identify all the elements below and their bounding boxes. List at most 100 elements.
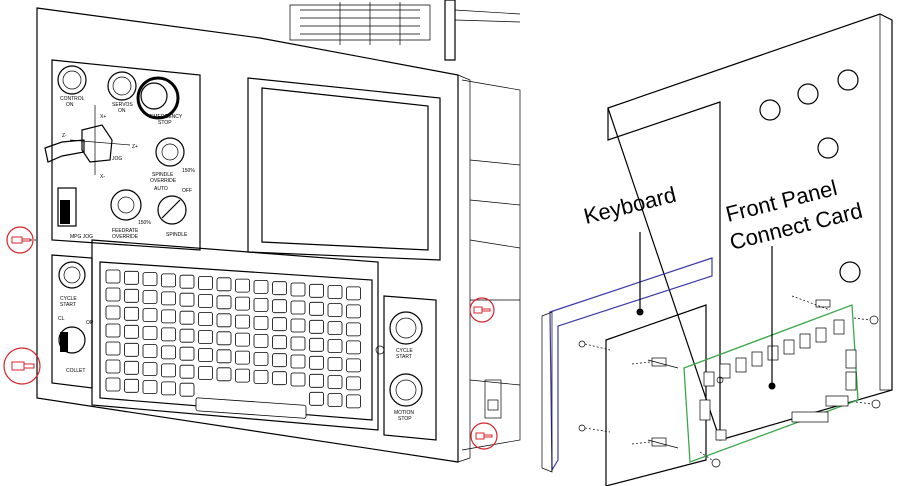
keyboard-key[interactable] xyxy=(290,354,306,369)
keyboard-key[interactable] xyxy=(142,290,158,305)
keyboard-key[interactable] xyxy=(327,303,343,318)
keyboard-key[interactable] xyxy=(346,304,361,319)
keyboard-key[interactable] xyxy=(309,337,324,352)
keyboard-key[interactable] xyxy=(179,382,195,397)
keyboard-key[interactable] xyxy=(309,301,324,316)
keyboard-key[interactable] xyxy=(216,331,232,346)
keyboard-key[interactable] xyxy=(327,393,343,408)
keyboard-key[interactable] xyxy=(124,360,139,375)
cycle-start-right-button[interactable] xyxy=(389,311,423,345)
keyboard-key[interactable] xyxy=(198,330,213,344)
keyboard-key[interactable] xyxy=(309,391,324,406)
keyboard-key[interactable] xyxy=(105,269,121,284)
keyboard-key[interactable] xyxy=(142,344,158,359)
keyboard-key[interactable] xyxy=(235,314,250,329)
keyboard-key[interactable] xyxy=(216,313,232,328)
keyboard-key[interactable] xyxy=(327,375,343,390)
mpg-jog-wheel[interactable] xyxy=(57,187,77,227)
keyboard-key[interactable] xyxy=(161,327,176,342)
keyboard-key[interactable] xyxy=(161,309,176,324)
keyboard-key[interactable] xyxy=(272,335,287,350)
keyboard-key[interactable] xyxy=(198,348,213,362)
keyboard-key[interactable] xyxy=(105,341,121,356)
collet-switch[interactable] xyxy=(58,326,86,354)
keyboard-key[interactable] xyxy=(142,272,158,287)
keyboard-key[interactable] xyxy=(198,276,213,290)
keyboard-key[interactable] xyxy=(290,336,306,351)
keyboard-key[interactable] xyxy=(272,281,287,296)
keyboard-key[interactable] xyxy=(309,355,324,370)
keyboard-key[interactable] xyxy=(346,286,361,301)
keyboard-key[interactable] xyxy=(124,288,139,303)
keyboard-key[interactable] xyxy=(253,369,269,384)
keyboard-key[interactable] xyxy=(235,368,250,383)
keyboard-key[interactable] xyxy=(161,273,176,288)
keyboard-key[interactable] xyxy=(105,377,121,392)
keyboard-key[interactable] xyxy=(179,328,195,343)
keyboard-key[interactable] xyxy=(198,366,213,380)
cycle-start-left-button[interactable] xyxy=(58,261,86,289)
keyboard-key[interactable] xyxy=(216,349,232,364)
keyboard-key[interactable] xyxy=(142,380,158,395)
keyboard-key[interactable] xyxy=(253,315,269,330)
keyboard-key[interactable] xyxy=(124,342,139,357)
servos-on-button[interactable] xyxy=(107,71,137,101)
keyboard-key[interactable] xyxy=(142,308,158,323)
keyboard-key[interactable] xyxy=(124,306,139,321)
keyboard-key[interactable] xyxy=(253,297,269,312)
keyboard-key[interactable] xyxy=(105,305,121,320)
keyboard-key[interactable] xyxy=(290,318,306,333)
jog-joystick[interactable] xyxy=(81,124,113,163)
emergency-stop-button[interactable] xyxy=(136,76,180,120)
keyboard-key[interactable] xyxy=(105,359,121,374)
keyboard-key[interactable] xyxy=(179,364,195,379)
keyboard-key[interactable] xyxy=(198,294,213,308)
spindle-selector-knob[interactable] xyxy=(157,195,187,225)
keyboard-key[interactable] xyxy=(161,381,176,396)
keyboard-key[interactable] xyxy=(272,299,287,314)
keyboard-key[interactable] xyxy=(290,372,306,387)
keyboard-key[interactable] xyxy=(253,279,269,294)
keyboard-key[interactable] xyxy=(105,287,121,302)
keyboard-key[interactable] xyxy=(179,274,195,289)
keyboard-key[interactable] xyxy=(309,319,324,334)
keyboard-key[interactable] xyxy=(142,326,158,341)
keyboard-key[interactable] xyxy=(124,378,139,393)
keyboard-key[interactable] xyxy=(235,332,250,347)
keyboard-key[interactable] xyxy=(272,371,287,386)
keyboard-key[interactable] xyxy=(235,296,250,311)
keyboard-key[interactable] xyxy=(198,312,213,326)
motion-stop-button[interactable] xyxy=(389,373,423,407)
keyboard-key[interactable] xyxy=(216,277,232,292)
keyboard-key[interactable] xyxy=(179,310,195,325)
keyboard-key[interactable] xyxy=(327,339,343,354)
keyboard-key[interactable] xyxy=(327,285,343,300)
control-on-button[interactable] xyxy=(57,65,87,95)
space-bar[interactable] xyxy=(195,397,307,419)
keyboard-key[interactable] xyxy=(161,363,176,378)
keyboard-key[interactable] xyxy=(290,300,306,315)
keyboard-key[interactable] xyxy=(272,353,287,368)
keyboard-key[interactable] xyxy=(272,317,287,332)
spindle-override-knob[interactable] xyxy=(155,137,185,167)
keyboard-key[interactable] xyxy=(105,323,121,338)
feedrate-override-knob[interactable] xyxy=(110,189,142,221)
keyboard-key[interactable] xyxy=(346,322,361,337)
keyboard-key[interactable] xyxy=(327,357,343,372)
keyboard-key[interactable] xyxy=(235,278,250,293)
keyboard-key[interactable] xyxy=(346,394,361,409)
keyboard-key[interactable] xyxy=(235,350,250,365)
keyboard-key[interactable] xyxy=(216,367,232,382)
keyboard-key[interactable] xyxy=(309,283,324,298)
keyboard-key[interactable] xyxy=(253,333,269,348)
keyboard-key[interactable] xyxy=(216,295,232,310)
keyboard-key[interactable] xyxy=(309,373,324,388)
keyboard-key[interactable] xyxy=(179,292,195,307)
keyboard-key[interactable] xyxy=(124,324,139,339)
keyboard-key[interactable] xyxy=(142,362,158,377)
keyboard-key[interactable] xyxy=(346,358,361,373)
keyboard-key[interactable] xyxy=(253,351,269,366)
keyboard-key[interactable] xyxy=(161,291,176,306)
keyboard-key[interactable] xyxy=(290,282,306,297)
keyboard-key[interactable] xyxy=(346,340,361,355)
